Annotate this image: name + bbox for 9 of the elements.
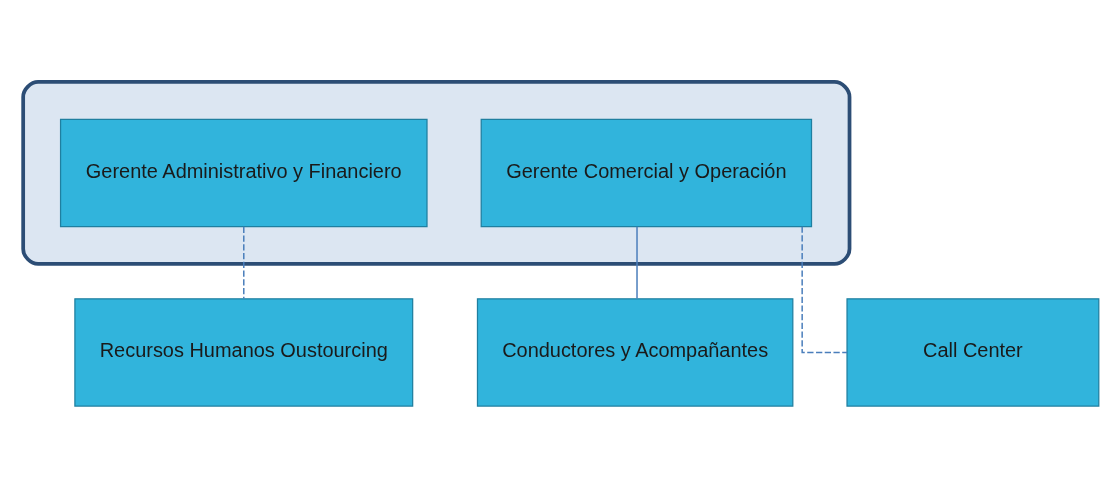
node-box: Recursos Humanos Oustourcing bbox=[74, 298, 414, 407]
node-box: Gerente Comercial y Operación bbox=[480, 118, 813, 228]
node-box: Call Center bbox=[846, 298, 1100, 407]
connector bbox=[243, 226, 245, 300]
node-box: Conductores y Acompañantes bbox=[476, 298, 794, 407]
connector bbox=[801, 226, 848, 354]
cluster bbox=[21, 80, 852, 266]
connector bbox=[636, 226, 638, 300]
node-box: Gerente Administrativo y Financiero bbox=[59, 118, 428, 228]
